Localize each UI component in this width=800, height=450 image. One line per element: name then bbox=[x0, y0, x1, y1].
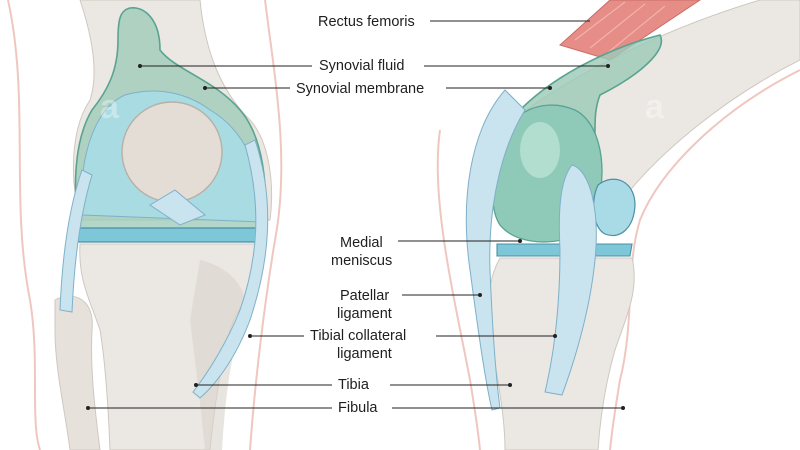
label-tibia: Tibia bbox=[194, 377, 512, 393]
front-skin-outline-right bbox=[249, 0, 283, 450]
label-tibial-collateral-line1: Tibial collateral bbox=[310, 328, 406, 344]
label-synovial-fluid-text: Synovial fluid bbox=[319, 58, 404, 74]
front-tibial-collateral-ligament bbox=[192, 139, 269, 399]
front-lateral-collateral-ligament bbox=[59, 169, 93, 313]
leader-dot-synovial-fluid-right bbox=[606, 64, 610, 68]
label-tibial-collateral-line2: ligament bbox=[337, 346, 392, 362]
front-cruciate-ligaments bbox=[149, 189, 206, 226]
side-view-knee bbox=[436, 0, 800, 450]
front-skin-outline bbox=[7, 0, 41, 450]
label-fibula-text: Fibula bbox=[338, 400, 378, 416]
leader-dot-synovial-fluid-left bbox=[138, 64, 142, 68]
label-rectus-femoris-text: Rectus femoris bbox=[318, 14, 415, 30]
label-synovial-membrane-text: Synovial membrane bbox=[296, 81, 424, 97]
label-patellar-ligament-line1: Patellar bbox=[340, 288, 389, 304]
side-skin-outline-front bbox=[436, 129, 481, 450]
leader-dot-medial-meniscus bbox=[518, 239, 522, 243]
label-rectus-femoris: Rectus femoris bbox=[318, 14, 590, 30]
label-patellar-ligament-line2: ligament bbox=[337, 306, 392, 322]
label-medial-meniscus-line1: Medial bbox=[340, 235, 383, 251]
front-view-knee bbox=[7, 0, 283, 450]
leader-dot-tibial-collateral-right bbox=[553, 334, 557, 338]
front-meniscus bbox=[75, 227, 267, 243]
label-medial-meniscus: Medial meniscus bbox=[331, 235, 522, 269]
label-tibial-collateral-ligament: Tibial collateral ligament bbox=[248, 328, 557, 362]
leader-dot-patellar-ligament bbox=[478, 293, 482, 297]
side-condyle-highlight bbox=[520, 122, 560, 178]
side-rectus-femoris-stripes bbox=[574, 1, 666, 56]
side-patella bbox=[592, 178, 636, 237]
side-skin-outline-back bbox=[609, 69, 800, 450]
front-fibula bbox=[54, 295, 101, 450]
label-fibula: Fibula bbox=[86, 400, 625, 416]
front-patella bbox=[121, 101, 223, 203]
label-patellar-ligament: Patellar ligament bbox=[337, 288, 482, 322]
labels: Rectus femoris Synovial fluid Synovial m… bbox=[86, 14, 625, 416]
leader-dot-tibial-collateral-left bbox=[248, 334, 252, 338]
label-tibia-text: Tibia bbox=[338, 377, 370, 393]
leader-dot-tibia-left bbox=[194, 383, 198, 387]
side-tibial-collateral-ligament bbox=[544, 164, 597, 396]
label-synovial-membrane: Synovial membrane bbox=[203, 81, 552, 97]
side-patellar-ligament bbox=[465, 89, 526, 411]
label-synovial-fluid: Synovial fluid bbox=[138, 58, 610, 74]
watermark-glyph-left: a bbox=[100, 88, 120, 126]
label-medial-meniscus-line2: meniscus bbox=[331, 253, 392, 269]
leader-dot-synovial-membrane-left bbox=[203, 86, 207, 90]
watermark-glyph-right: a bbox=[645, 88, 665, 126]
leader-dot-fibula-right bbox=[621, 406, 625, 410]
leader-dot-tibia-right bbox=[508, 383, 512, 387]
leader-dot-synovial-membrane-right bbox=[548, 86, 552, 90]
leader-dot-fibula-left bbox=[86, 406, 90, 410]
